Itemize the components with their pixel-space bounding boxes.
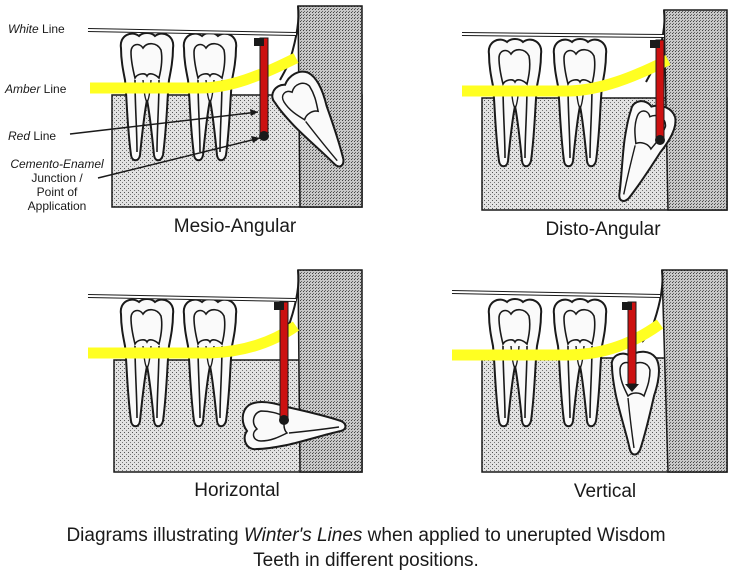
red-line bbox=[259, 37, 269, 137]
label-red-line: Red Line bbox=[8, 129, 57, 143]
caption-line-1: Diagrams illustrating Winter's Lines whe… bbox=[66, 525, 666, 546]
caption-line-2: Teeth in different positions. bbox=[253, 550, 479, 571]
label-amber-line: Amber Line bbox=[5, 82, 67, 96]
panel-horizontal bbox=[87, 269, 363, 473]
red-line-pointer bbox=[69, 111, 259, 135]
label-cemento-enamel-junction: Cemento-Enamel Junction / Point of Appli… bbox=[10, 157, 104, 213]
panel-vertical bbox=[451, 269, 728, 473]
panel-mesio-angular bbox=[69, 5, 363, 208]
ramus-area bbox=[297, 5, 363, 208]
panel-title-vertical: Vertical bbox=[573, 481, 637, 502]
red-line bbox=[279, 301, 289, 421]
amber-line bbox=[90, 53, 299, 94]
panel-title-disto-angular: Disto-Angular bbox=[545, 219, 661, 240]
ramus-area bbox=[661, 269, 728, 473]
ramus-area bbox=[297, 269, 363, 473]
amber-line bbox=[462, 55, 671, 97]
panel-disto-angular bbox=[461, 9, 728, 211]
amber-line bbox=[452, 319, 664, 361]
red-line bbox=[627, 301, 637, 385]
ramus-area bbox=[663, 9, 728, 211]
panel-title-mesio-angular: Mesio-Angular bbox=[173, 216, 297, 237]
red-line bbox=[655, 39, 665, 141]
label-white-line: White Line bbox=[8, 22, 65, 36]
panel-title-horizontal: Horizontal bbox=[194, 480, 280, 501]
figure-caption: Diagrams illustrating Winter's Lines whe… bbox=[0, 523, 732, 573]
cej-pointer bbox=[97, 137, 261, 179]
